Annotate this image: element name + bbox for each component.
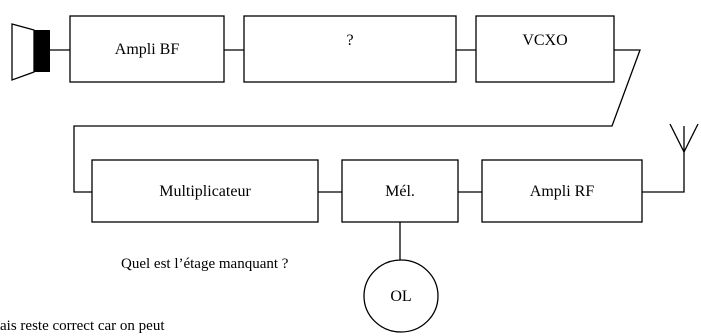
- block-ampli-bf-label: Ampli BF: [115, 41, 180, 58]
- footnote-text: ais reste correct car on peut: [0, 318, 165, 334]
- antenna-icon: [669, 123, 699, 153]
- block-ol: [363, 259, 439, 333]
- block-ampli-rf: [481, 159, 643, 223]
- block-unknown: [243, 15, 457, 83]
- block-vcxo: [475, 15, 615, 83]
- block-ampli-rf-label: Ampli RF: [530, 183, 595, 200]
- block-mel: [341, 159, 459, 223]
- question-text: Quel est l’étage manquant ?: [121, 256, 289, 272]
- speaker-icon: [11, 23, 50, 81]
- wire-amplirf-antenna: [642, 152, 685, 193]
- block-ol-label: OL: [390, 288, 411, 305]
- wire-vcxo-multiplicateur: [73, 49, 641, 193]
- block-vcxo-label: VCXO: [522, 32, 567, 49]
- block-unknown-label: ?: [346, 32, 353, 49]
- block-multiplicateur: [91, 159, 319, 223]
- block-multiplicateur-label: Multiplicateur: [159, 183, 251, 200]
- block-mel-label: Mél.: [385, 183, 415, 200]
- block-ampli-bf: [69, 15, 225, 83]
